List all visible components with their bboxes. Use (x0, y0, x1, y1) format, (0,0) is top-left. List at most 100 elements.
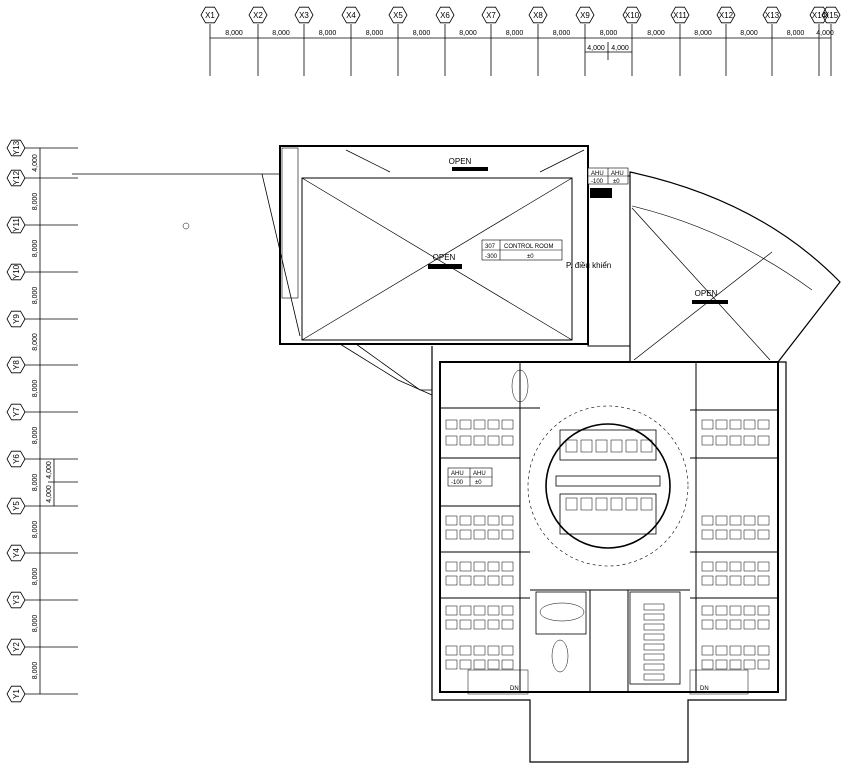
stair-label-right: DN (700, 686, 709, 692)
desk (487, 529, 500, 540)
dimension-label-x: 8,000 (647, 30, 665, 37)
desk (715, 561, 728, 572)
desk (757, 419, 770, 430)
grid-bubble-x (200, 6, 220, 24)
desk (643, 673, 665, 681)
meeting-table (551, 639, 569, 673)
ahu-table-left: AHU AHU -100 ±0 (447, 467, 493, 487)
desk (757, 659, 770, 670)
desk (501, 645, 514, 656)
desk (743, 605, 756, 616)
desk (729, 561, 742, 572)
grid-label-y: Y3 (12, 595, 21, 605)
grid-bubble-y (6, 685, 26, 703)
desk (715, 419, 728, 430)
desk (459, 515, 472, 526)
ahu-top-val2: ±0 (613, 179, 620, 185)
desk (743, 561, 756, 572)
grid-label-x: X8 (533, 11, 543, 20)
grid-label-x: X2 (253, 11, 263, 20)
seat (595, 439, 608, 453)
dimension-label-split-y: 4,000 (46, 485, 53, 503)
seat (565, 497, 578, 511)
desk (445, 529, 458, 540)
desk (643, 603, 665, 611)
grid-y-axis: Y13Y12Y11Y10Y9Y8Y7Y6Y5Y4Y3Y2Y14,0008,000… (6, 139, 78, 703)
desk (729, 645, 742, 656)
stairs: DN DN (467, 669, 749, 695)
desk (459, 605, 472, 616)
desk (445, 561, 458, 572)
desk (701, 419, 714, 430)
dimension-label-y: 8,000 (32, 240, 39, 258)
grid-bubble-x (248, 6, 268, 24)
grid-label-y: Y13 (12, 140, 21, 155)
grid-label-x: X14 (812, 11, 827, 20)
dimension-label-x: 8,000 (787, 30, 805, 37)
grid-label-x: X11 (673, 11, 687, 20)
roof-drain (182, 222, 190, 230)
ahu-top-col1: AHU (591, 171, 604, 177)
grid-bubble-x (528, 6, 548, 24)
opening-labels: OPEN OPEN OPEN (428, 157, 728, 304)
desk (715, 575, 728, 586)
dimension-label-x: 8,000 (740, 30, 758, 37)
desk (715, 529, 728, 540)
seat (565, 439, 578, 453)
grid-bubble-y (6, 169, 26, 187)
grid-bubble-y (6, 497, 26, 515)
grid-bubble-y (6, 356, 26, 374)
grid-label-x: X15 (824, 11, 839, 20)
desk (643, 613, 665, 621)
desk (715, 645, 728, 656)
desk (487, 659, 500, 670)
ahu-left-val1: -100 (451, 480, 464, 486)
desk (757, 529, 770, 540)
desk (473, 605, 486, 616)
grid-label-y: Y8 (12, 360, 21, 370)
grid-label-x: X4 (346, 11, 356, 20)
desk (757, 619, 770, 630)
desk (701, 645, 714, 656)
desk (701, 659, 714, 670)
desk (473, 515, 486, 526)
grid-bubble-y (6, 450, 26, 468)
ahu-left-val2: ±0 (475, 480, 482, 486)
seat (580, 497, 593, 511)
grid-bubble-x (762, 6, 782, 24)
grid-label-y: Y10 (12, 264, 21, 279)
grid-label-y: Y4 (12, 548, 21, 558)
desk (473, 659, 486, 670)
grid-label-y: Y5 (12, 501, 21, 511)
desk (459, 645, 472, 656)
grid-bubble-x (821, 6, 841, 24)
desk (715, 435, 728, 446)
desk (729, 575, 742, 586)
dimension-label-y: 8,000 (32, 287, 39, 305)
grid-label-x: X6 (440, 11, 450, 20)
seat (625, 497, 638, 511)
grid-bubble-y (6, 544, 26, 562)
grid-label-x: X7 (486, 11, 496, 20)
desk (501, 575, 514, 586)
ahu-left-col2: AHU (473, 471, 486, 477)
desk (701, 619, 714, 630)
grid-label-y: Y2 (12, 642, 21, 652)
desk (501, 515, 514, 526)
desk (701, 515, 714, 526)
desk (743, 645, 756, 656)
opening-label-top: OPEN (449, 157, 472, 166)
desk (445, 659, 458, 670)
dimension-label-y: 8,000 (32, 427, 39, 445)
desk (743, 619, 756, 630)
desk (743, 419, 756, 430)
desk (729, 619, 742, 630)
opening-label-right: OPEN (695, 289, 718, 298)
desk (487, 419, 500, 430)
dimension-label-x: 8,000 (225, 30, 243, 37)
control-room-level-a: -300 (485, 254, 498, 260)
dimension-label-y: 4,000 (32, 154, 39, 172)
desk (459, 575, 472, 586)
desk (501, 435, 514, 446)
